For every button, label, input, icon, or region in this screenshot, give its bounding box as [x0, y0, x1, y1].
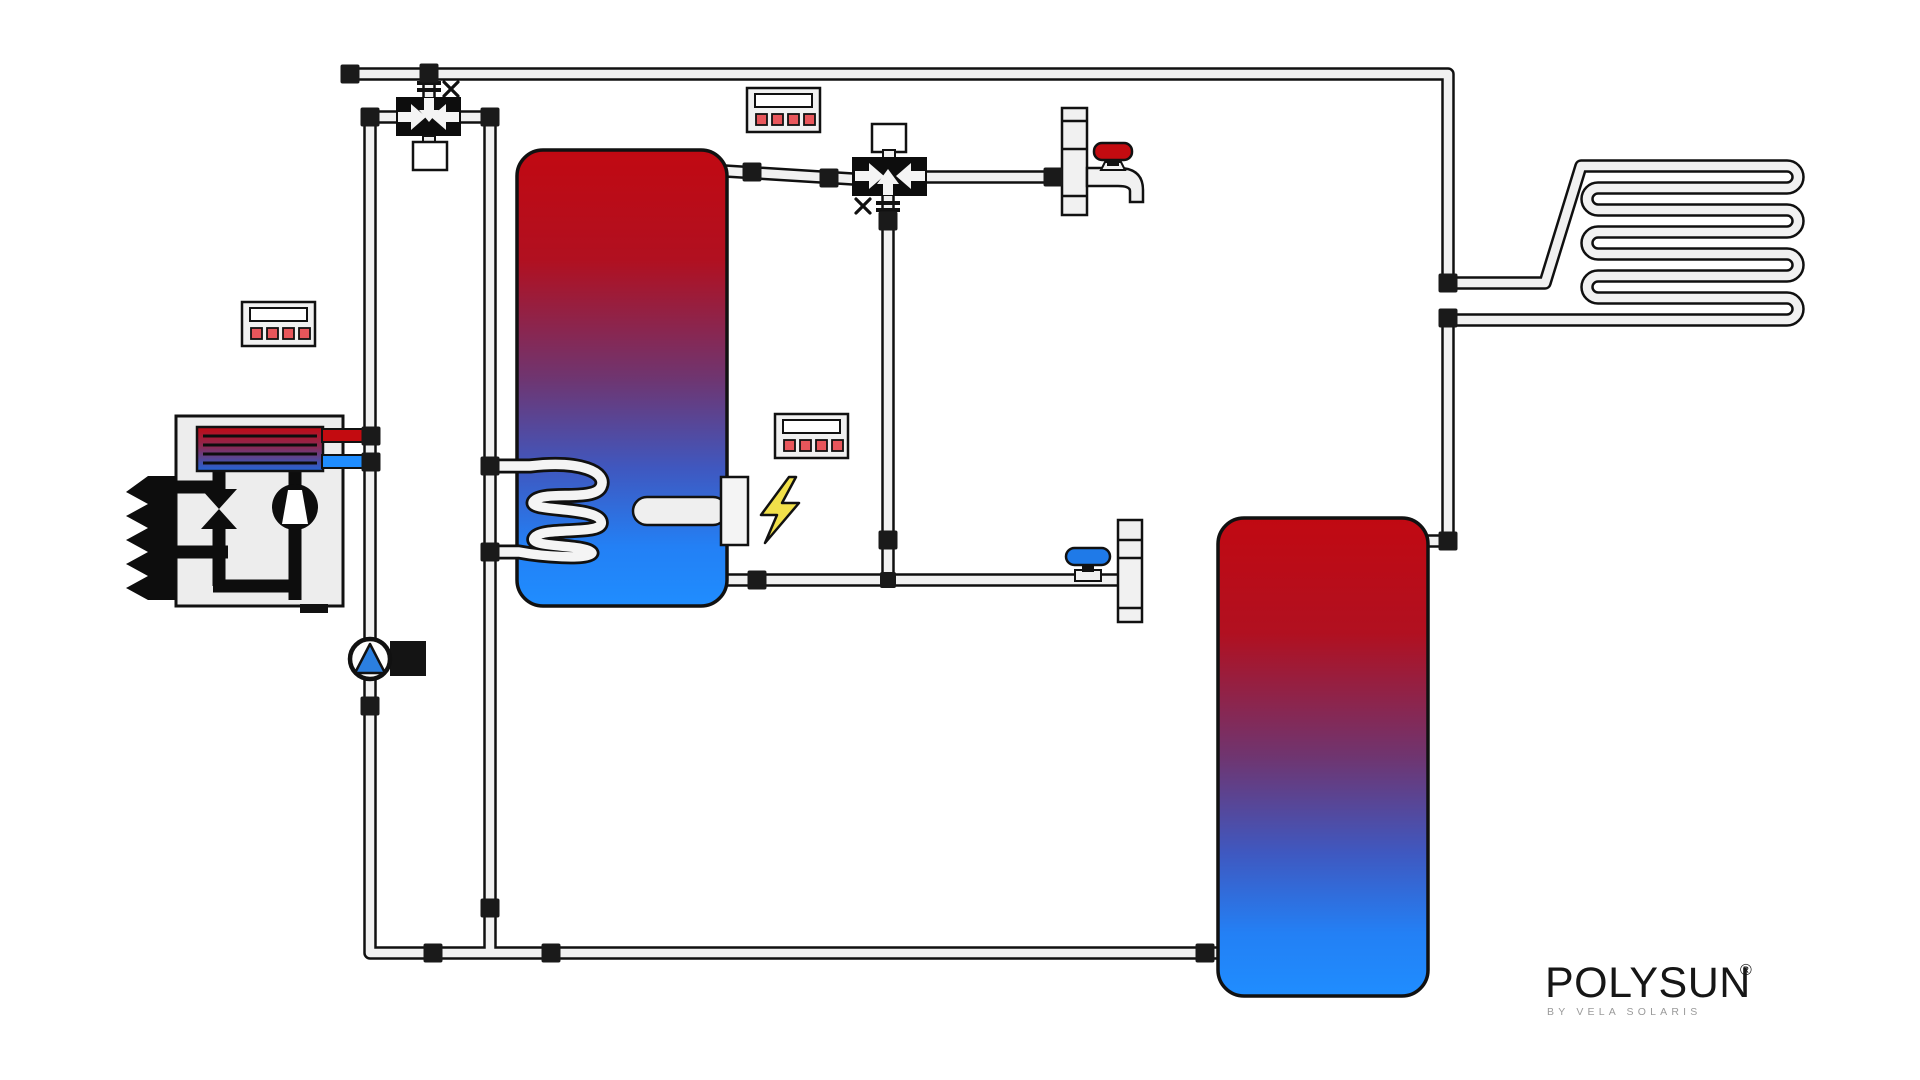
tap-column	[1060, 106, 1089, 217]
pipe-connector	[1043, 167, 1063, 187]
polysun-logo: POLYSUN ® BY VELA SOLARIS	[1545, 959, 1752, 1018]
condenser-plates	[203, 434, 317, 465]
valve-stem	[1082, 562, 1094, 572]
heater-rod	[631, 495, 729, 527]
pipe-fill	[365, 112, 1222, 958]
controller-heat-pump[interactable]	[240, 300, 317, 348]
pipe-connector	[1195, 943, 1215, 963]
buffer-tank[interactable]	[1216, 516, 1430, 998]
pipe-connector	[340, 64, 360, 84]
controller-button[interactable]	[266, 327, 279, 340]
mixing-valve-dhw[interactable]	[852, 122, 927, 215]
controller-button[interactable]	[803, 113, 816, 126]
controller-display	[754, 93, 813, 108]
logo-tagline-text: BY VELA SOLARIS	[1547, 1006, 1701, 1018]
lightning-bolt-icon	[759, 475, 801, 545]
pipe-network-fill	[350, 69, 1803, 958]
closed-port-x-icon	[854, 197, 872, 215]
actuator-stem	[882, 149, 896, 159]
tap-handle-hot[interactable]	[1092, 141, 1134, 162]
supply-column	[1116, 518, 1144, 624]
pipe-connector	[1438, 531, 1458, 551]
supply-column-joints	[1118, 538, 1142, 610]
pipe-connector	[1438, 273, 1458, 293]
pipe-connector	[480, 107, 500, 127]
controller-button[interactable]	[831, 439, 844, 452]
controller-display	[249, 307, 308, 322]
controller-button[interactable]	[771, 113, 784, 126]
pipe-connector	[1438, 308, 1458, 328]
pipe[interactable]	[459, 110, 497, 953]
pipe-tick-marks	[876, 201, 900, 212]
controller-electric-heater[interactable]	[773, 412, 850, 460]
pipe-fill	[350, 69, 1803, 546]
tap-spout	[1085, 166, 1145, 204]
controller-button[interactable]	[787, 113, 800, 126]
controller-button[interactable]	[799, 439, 812, 452]
pump-triangle-icon	[353, 642, 387, 675]
pipe-connector	[361, 452, 381, 472]
cold-water-supply[interactable]	[1064, 518, 1144, 624]
pipe-connector	[880, 572, 896, 588]
closed-port-x-icon	[442, 80, 460, 98]
evaporator-fins	[126, 476, 176, 600]
expansion-valve	[201, 489, 237, 529]
controller-button[interactable]	[282, 327, 295, 340]
pipe-connector	[819, 168, 839, 188]
pipe-connector	[423, 943, 443, 963]
pipe-connector	[361, 426, 381, 446]
controller-button[interactable]	[250, 327, 263, 340]
tap-column-joints	[1062, 119, 1087, 198]
valve-flow-arrows	[398, 98, 459, 130]
pipe-connector	[360, 696, 380, 716]
pipe-connector	[480, 542, 500, 562]
mixing-valve-heating[interactable]	[396, 80, 461, 172]
hot-water-tap[interactable]	[1060, 106, 1145, 217]
pipe-connector	[360, 107, 380, 127]
heat-pump[interactable]	[126, 414, 373, 613]
pump-motor	[390, 641, 426, 676]
valve-actuator[interactable]	[411, 140, 449, 172]
pipe-connector	[541, 943, 561, 963]
pipe-connector	[419, 63, 439, 83]
circulation-pump[interactable]	[347, 636, 426, 682]
pipe-connector	[747, 570, 767, 590]
dhw-tank[interactable]	[490, 148, 750, 608]
pipe[interactable]	[363, 110, 1222, 960]
controller-button[interactable]	[783, 439, 796, 452]
controller-button[interactable]	[755, 113, 768, 126]
controller-button[interactable]	[298, 327, 311, 340]
pipe-connector	[878, 530, 898, 550]
pipe-connector	[742, 162, 762, 182]
refrigerant-pipes	[158, 470, 302, 600]
compressor	[272, 484, 318, 530]
pipe-tick-marks	[417, 81, 441, 92]
internal-coil[interactable]	[490, 456, 610, 565]
heat-pump-foot	[300, 604, 328, 613]
buffer-tank-body[interactable]	[1216, 516, 1430, 998]
logo-brand-text: POLYSUN	[1545, 959, 1751, 1007]
pipe-connectors	[340, 63, 1458, 963]
logo-registered-mark: ®	[1740, 962, 1752, 979]
valve-actuator[interactable]	[870, 122, 908, 154]
pipe-connector	[480, 456, 500, 476]
heater-flange	[719, 475, 750, 547]
controller-dhw[interactable]	[745, 86, 822, 134]
valve-flow-arrows	[855, 163, 925, 195]
pipe-connector	[480, 898, 500, 918]
pipe-connector	[878, 211, 898, 231]
valve-handle-cold[interactable]	[1064, 546, 1112, 567]
electric-heater[interactable]	[631, 475, 750, 547]
controller-display	[782, 419, 841, 434]
controller-button[interactable]	[815, 439, 828, 452]
